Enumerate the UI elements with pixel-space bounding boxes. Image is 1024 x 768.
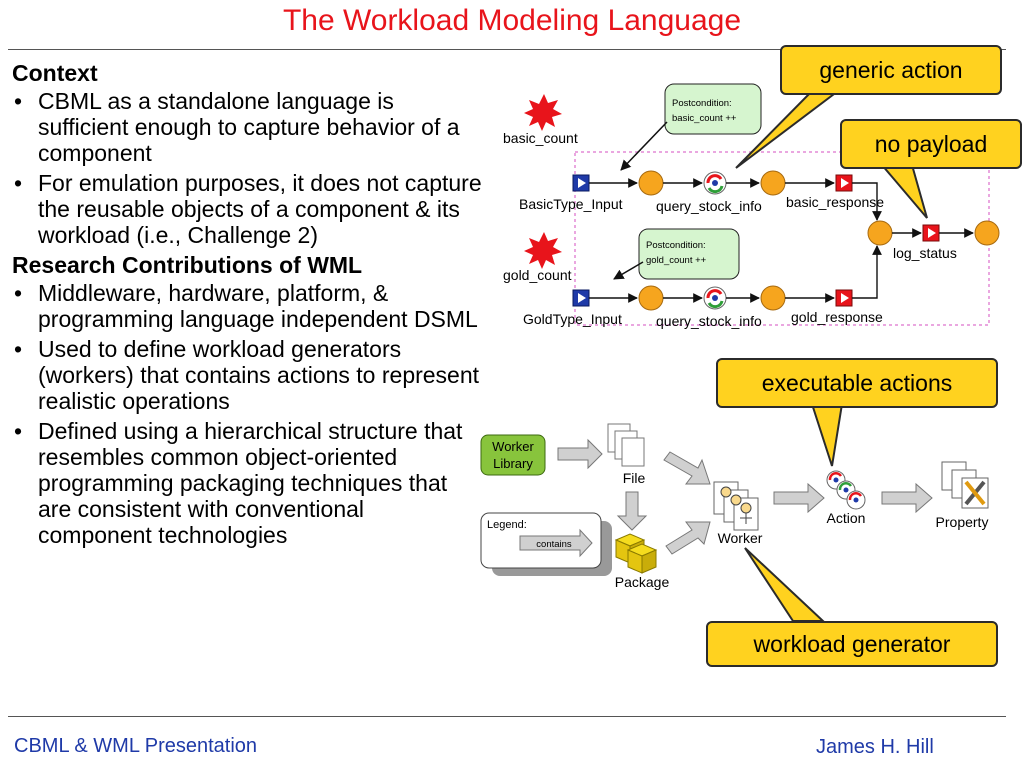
wml-structure-diagram: Worker Library File Package Legend: cont… [480,423,989,590]
footer-author: James H. Hill [816,736,934,758]
legend-label: Legend: [487,519,527,531]
block-arrow [557,438,603,470]
star-icon [524,94,562,131]
log-status-label: log_status [893,245,957,261]
basic-count-label: basic_count [503,130,578,146]
worker-library-label: Library [493,456,533,471]
postcondition-note-basic [664,83,762,135]
worker-library-label: Worker [492,439,534,454]
callout-generic-action: generic action [780,45,1002,95]
workload-generator-pointer [744,547,826,622]
worker-library-box [480,434,546,476]
bottom-divider [8,716,1006,717]
contribution-bullet: Used to define workload generators (work… [12,336,482,414]
slide-title: The Workload Modeling Language [282,4,742,37]
property-label: Property [936,514,989,530]
file-icon [607,423,645,467]
postcondition-title: Postcondition: [646,240,706,251]
postcondition-note-gold [638,228,740,280]
package-icon [614,533,658,574]
footer-presentation-title: CBML & WML Presentation [14,735,258,757]
basic-response-label: basic_response [786,194,884,210]
output-port-icon [835,174,853,192]
postcondition-gold: gold_count ++ [646,255,707,266]
context-bullet: CBML as a standalone language is suffici… [12,88,482,166]
action-icon [703,286,727,310]
postcondition-title: Postcondition: [672,98,732,109]
worker-label: Worker [718,530,763,546]
postcondition-basic: basic_count ++ [672,113,737,124]
input-port-icon [572,289,590,307]
callout-executable-actions: executable actions [716,358,998,408]
action-icon [703,171,727,195]
contributions-heading: Research Contributions of WML [12,252,363,278]
star-icon [524,232,562,269]
cbml-behavior-diagram: basic_count gold_count Postcondition: ba… [503,83,1000,329]
legend-contains-label: contains [536,539,572,550]
contribution-bullet: Defined using a hierarchical structure t… [12,418,482,548]
block-arrow [773,482,825,514]
action-label: Action [827,510,866,526]
contributions-list: Middleware, hardware, platform, & progra… [12,280,482,548]
context-bullet: For emulation purposes, it does not capt… [12,170,482,248]
block-arrow [881,482,933,514]
no-payload-pointer [879,164,928,219]
context-heading: Context [12,60,98,86]
action-icon [826,470,866,510]
block-arrow [519,528,593,558]
query-action-label: query_stock_info [656,313,762,329]
block-arrow [663,451,711,485]
callout-workload-generator: workload generator [706,621,998,667]
contribution-bullet: Middleware, hardware, platform, & progra… [12,280,482,332]
input-port-icon [572,174,590,192]
property-icon [941,461,989,509]
output-port-icon [835,289,853,307]
gold-input-label: GoldType_Input [523,311,622,327]
gold-count-label: gold_count [503,267,572,283]
callout-no-payload: no payload [840,119,1022,169]
gold-response-label: gold_response [791,309,883,325]
package-label: Package [615,574,670,590]
block-arrow [616,491,648,531]
basic-input-label: BasicType_Input [519,196,623,212]
file-label: File [623,470,646,486]
top-divider [8,49,1006,50]
executable-actions-pointer [810,403,844,467]
text-column: Context CBML as a standalone language is… [12,60,482,552]
query-action-label: query_stock_info [656,198,762,214]
worker-icon [713,481,759,531]
context-list: CBML as a standalone language is suffici… [12,88,482,248]
state-node [974,220,1000,246]
generic-action-pointer [735,90,841,169]
block-arrow [665,521,711,555]
